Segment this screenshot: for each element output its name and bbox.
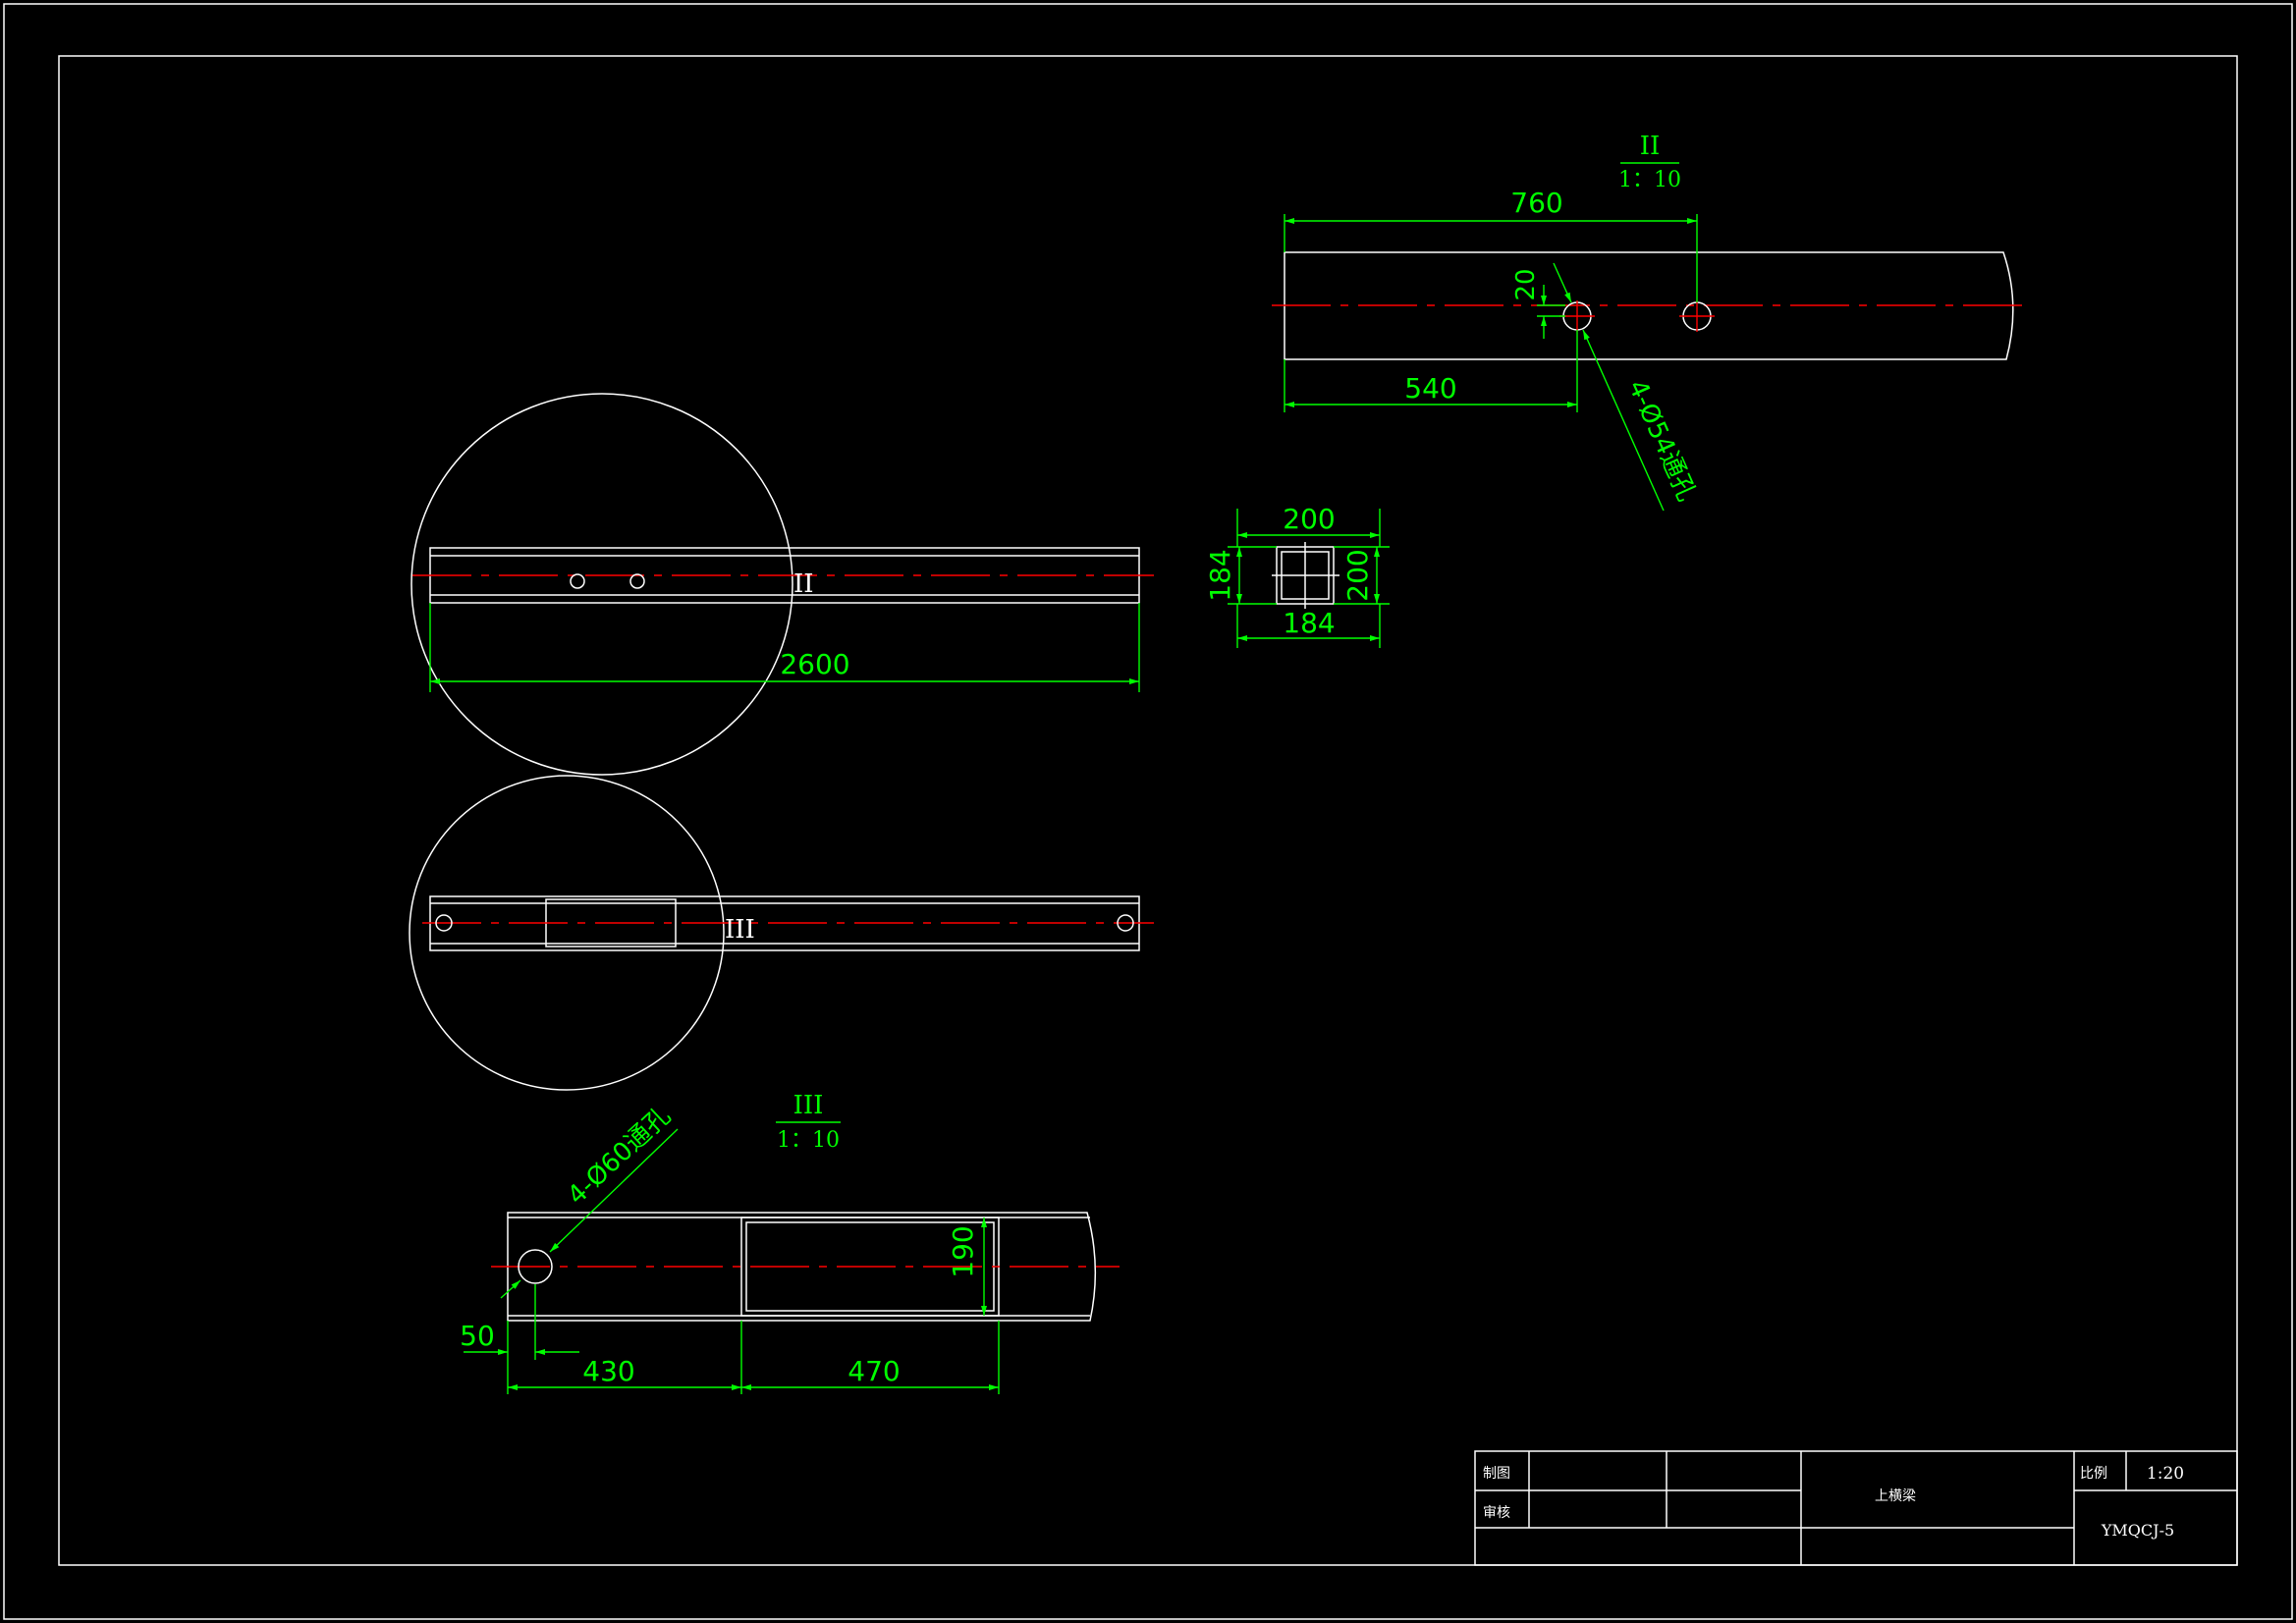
callout-circle-3 (409, 775, 725, 1091)
outer-border (3, 3, 2293, 1620)
detail3-label: III (793, 1091, 824, 1120)
dim-184-left: 184 (1204, 549, 1236, 601)
dim-20: 20 (1511, 268, 1541, 300)
hole-callout-60: 4-Ø60通孔 (562, 1102, 677, 1212)
detail2-label: II (1640, 132, 1661, 161)
title-block: 制图 审核 上横梁 比例 1:20 YMQCJ-5 (1474, 1450, 2238, 1566)
dim-50: 50 (460, 1320, 495, 1352)
beam-front-hole-2 (1117, 914, 1134, 932)
callout-label-2: II (793, 569, 814, 599)
title-scale-label: 比例 (2080, 1466, 2107, 1482)
beam-front-hole-1 (435, 914, 453, 932)
main-beam-top-view: II 2600 (410, 393, 1154, 776)
detail-view-2: II 1：10 760 540 20 4-Ø54通孔 (1272, 132, 2031, 512)
dim-540: 540 (1404, 372, 1456, 405)
dim-430: 430 (582, 1355, 634, 1387)
inner-border (58, 55, 2238, 1566)
callout-circle-2 (410, 393, 793, 776)
title-drawing-number: YMQCJ-5 (2101, 1521, 2174, 1540)
detail3-scale: 1：10 (777, 1128, 840, 1153)
detail2-beam (1284, 251, 2014, 360)
title-drawn-label: 制图 (1483, 1466, 1510, 1482)
beam-top-hole-2 (629, 573, 645, 589)
beam-top-hole-1 (570, 573, 585, 589)
detail2-scale: 1：10 (1618, 168, 1681, 192)
dim-2600: 2600 (780, 648, 849, 680)
title-scale-value: 1:20 (2147, 1464, 2184, 1484)
main-beam-front-view: III (409, 775, 1154, 1091)
dim-190: 190 (947, 1225, 979, 1277)
detail3-hole (518, 1249, 553, 1284)
cross-section-view: 200 184 184 200 (1204, 503, 1390, 648)
dim-760: 760 (1510, 187, 1562, 219)
dim-200-top: 200 (1283, 503, 1335, 535)
dim-470: 470 (847, 1355, 900, 1387)
callout-label-3: III (725, 915, 755, 945)
detail3-beam (507, 1212, 1097, 1322)
title-part-name: 上横梁 (1875, 1488, 1916, 1504)
title-checked-label: 审核 (1483, 1505, 1510, 1521)
dim-200-right: 200 (1341, 549, 1374, 601)
dim-184-bottom: 184 (1283, 607, 1335, 639)
detail-view-3: III 1：10 4-Ø60通孔 50 430 470 190 (460, 1091, 1120, 1394)
hole-callout-54: 4-Ø54通孔 (1622, 376, 1702, 506)
